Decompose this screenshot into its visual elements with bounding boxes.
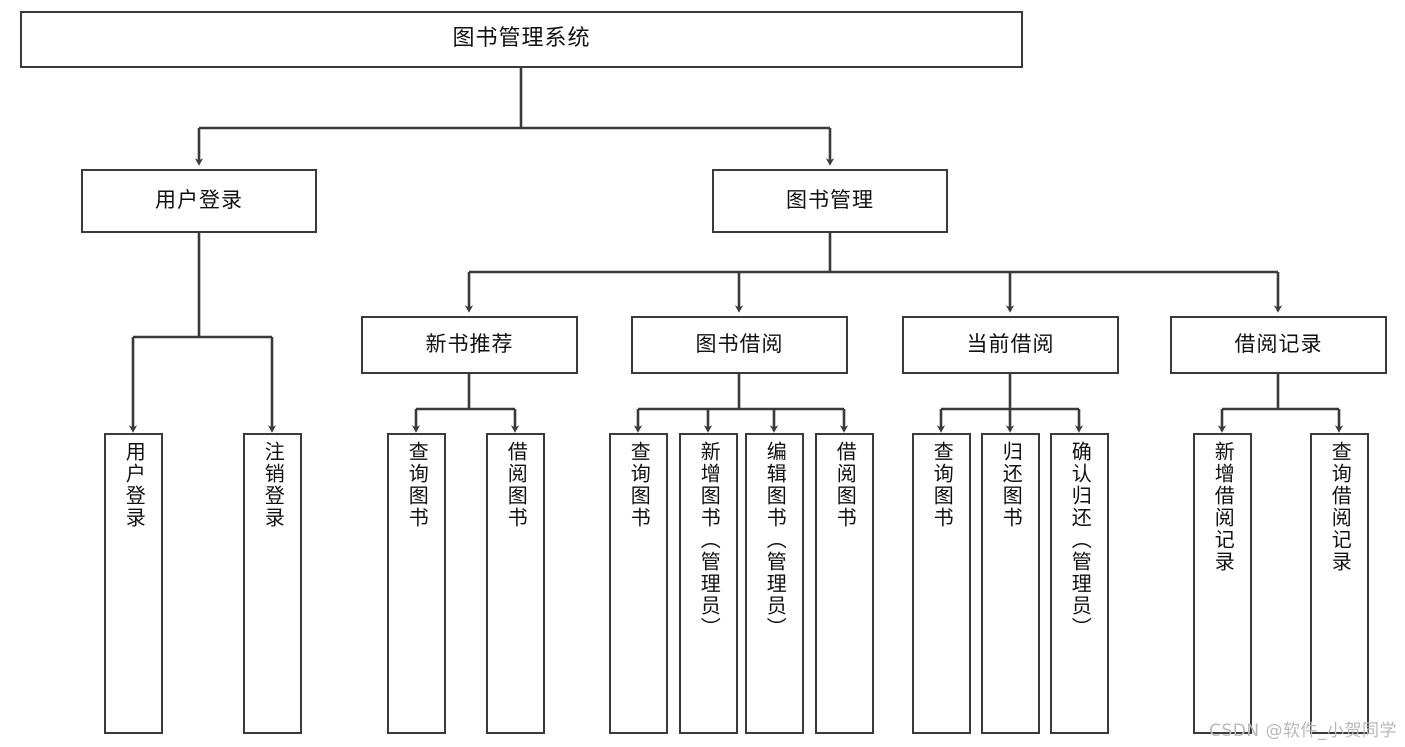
node-label: 图书管理系统 bbox=[452, 26, 591, 52]
node-label: 归还图书 bbox=[999, 441, 1024, 529]
node-label: 用户登录 bbox=[155, 188, 243, 213]
leaf-record-query-record[interactable]: 查询借阅记录 bbox=[1310, 433, 1369, 734]
leaf-recommend-query-book[interactable]: 查询图书 bbox=[387, 433, 446, 734]
node-borrow-record[interactable]: 借阅记录 bbox=[1170, 316, 1387, 374]
node-label: 查询图书 bbox=[405, 441, 430, 529]
node-label: 查询借阅记录 bbox=[1328, 441, 1353, 573]
node-new-book-recommend[interactable]: 新书推荐 bbox=[361, 316, 578, 374]
node-label: 新增借阅记录 bbox=[1211, 441, 1236, 573]
node-label: 注销登录 bbox=[261, 441, 286, 529]
leaf-borrow-query-book[interactable]: 查询图书 bbox=[609, 433, 668, 734]
leaf-borrow-add-book-admin[interactable]: 新增图书（管理员） bbox=[679, 433, 738, 734]
leaf-user-login-login[interactable]: 用户登录 bbox=[104, 433, 163, 734]
node-user-login[interactable]: 用户登录 bbox=[81, 169, 317, 233]
leaf-borrow-edit-book-admin[interactable]: 编辑图书（管理员） bbox=[745, 433, 804, 734]
node-label: 借阅记录 bbox=[1234, 332, 1323, 357]
leaf-current-return-book[interactable]: 归还图书 bbox=[981, 433, 1040, 734]
node-label: 编辑图书（管理员） bbox=[763, 441, 788, 639]
node-book-borrow[interactable]: 图书借阅 bbox=[631, 316, 848, 374]
node-root-system[interactable]: 图书管理系统 bbox=[20, 11, 1023, 68]
leaf-recommend-borrow-book[interactable]: 借阅图书 bbox=[486, 433, 545, 734]
node-label: 新增图书（管理员） bbox=[697, 441, 722, 639]
leaf-current-query-book[interactable]: 查询图书 bbox=[912, 433, 971, 734]
node-label: 确认归还（管理员） bbox=[1068, 441, 1093, 639]
node-label: 查询图书 bbox=[627, 441, 652, 529]
node-label: 图书借阅 bbox=[695, 332, 784, 357]
node-label: 新书推荐 bbox=[425, 332, 514, 357]
node-label: 图书管理 bbox=[786, 188, 874, 213]
leaf-current-confirm-return-admin[interactable]: 确认归还（管理员） bbox=[1050, 433, 1109, 734]
node-book-management[interactable]: 图书管理 bbox=[712, 169, 948, 233]
node-label: 当前借阅 bbox=[966, 332, 1055, 357]
node-label: 用户登录 bbox=[122, 441, 147, 529]
node-label: 借阅图书 bbox=[833, 441, 858, 529]
leaf-user-login-logout[interactable]: 注销登录 bbox=[243, 433, 302, 734]
node-label: 借阅图书 bbox=[504, 441, 529, 529]
node-current-borrow[interactable]: 当前借阅 bbox=[902, 316, 1119, 374]
node-label: 查询图书 bbox=[930, 441, 955, 529]
leaf-borrow-borrow-book[interactable]: 借阅图书 bbox=[815, 433, 874, 734]
leaf-record-add-record[interactable]: 新增借阅记录 bbox=[1193, 433, 1252, 734]
